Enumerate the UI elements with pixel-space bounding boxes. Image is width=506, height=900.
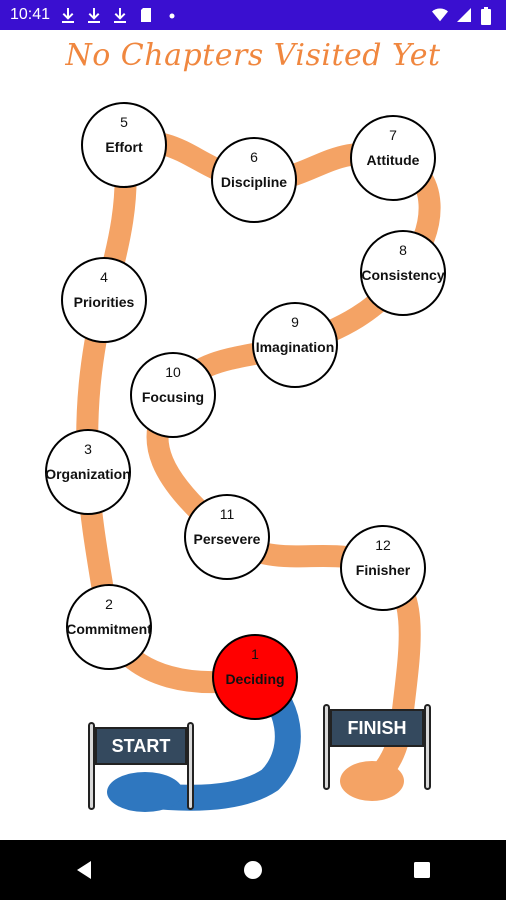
chapter-number: 3: [84, 441, 92, 457]
chapter-node-3[interactable]: 3 Organization: [45, 429, 131, 515]
chapter-number: 6: [250, 149, 258, 165]
status-bar: 10:41: [0, 0, 506, 30]
start-gate-post-left: [88, 722, 95, 810]
battery-icon: [480, 7, 496, 25]
finish-gate-post-right: [424, 704, 431, 790]
chapter-node-11[interactable]: 11 Persevere: [184, 494, 270, 580]
chapter-label: Discipline: [220, 174, 288, 190]
chapter-number: 11: [219, 506, 235, 522]
chapter-label: Imagination: [255, 339, 335, 355]
finish-blob: [340, 761, 404, 801]
download-icon: [60, 7, 76, 23]
chapter-label: Persevere: [193, 531, 261, 547]
chapter-node-8[interactable]: 8 Consistency: [360, 230, 446, 316]
chapter-node-9[interactable]: 9 Imagination: [252, 302, 338, 388]
chapter-number: 2: [105, 596, 113, 612]
chapter-node-5[interactable]: 5 Effort: [81, 102, 167, 188]
chapter-label: Commitment: [66, 621, 152, 637]
chapter-node-1[interactable]: 1 Deciding: [212, 634, 298, 720]
dot-icon: [164, 7, 180, 23]
chapter-label: Deciding: [225, 671, 285, 687]
chapter-node-2[interactable]: 2 Commitment: [66, 584, 152, 670]
chapter-number: 8: [399, 242, 407, 258]
recents-button[interactable]: [402, 850, 442, 890]
home-circle-icon: [243, 861, 262, 879]
start-gate-post-right: [187, 722, 194, 810]
recents-square-icon: [413, 862, 430, 878]
back-triangle-icon: [77, 861, 92, 879]
page-title: No Chapters Visited Yet: [65, 38, 441, 73]
chapter-number: 5: [120, 114, 128, 130]
chapter-node-4[interactable]: 4 Priorities: [61, 257, 147, 343]
back-button[interactable]: [64, 850, 104, 890]
start-sign: START: [95, 727, 187, 765]
status-time: 10:41: [10, 6, 51, 23]
chapter-label: Attitude: [366, 152, 420, 168]
sd-card-icon: [138, 7, 154, 23]
signal-icon: [456, 7, 472, 23]
finish-gate-post-left: [323, 704, 330, 790]
wifi-icon: [432, 7, 448, 23]
chapter-node-12[interactable]: 12 Finisher: [340, 525, 426, 611]
download-icon: [86, 7, 102, 23]
download-icon: [112, 7, 128, 23]
home-button[interactable]: [233, 850, 273, 890]
chapter-number: 7: [389, 127, 397, 143]
chapter-label: Effort: [105, 139, 143, 155]
chapter-node-7[interactable]: 7 Attitude: [350, 115, 436, 201]
chapter-label: Consistency: [361, 267, 445, 283]
chapter-number: 9: [291, 314, 299, 330]
chapter-number: 4: [100, 269, 108, 285]
chapter-label: Priorities: [73, 294, 135, 310]
chapter-node-6[interactable]: 6 Discipline: [211, 137, 297, 223]
chapter-number: 10: [165, 364, 181, 380]
chapter-label: Focusing: [141, 389, 205, 405]
chapter-label: Organization: [45, 466, 131, 482]
finish-sign: FINISH: [330, 709, 424, 747]
chapter-label: Finisher: [355, 562, 411, 578]
chapter-board: 1 Deciding 2 Commitment 3 Organization 4…: [45, 102, 446, 812]
system-nav-bar: [0, 840, 506, 900]
chapter-node-10[interactable]: 10 Focusing: [130, 352, 216, 438]
start-blob: [107, 772, 183, 812]
chapter-number: 12: [375, 537, 391, 553]
chapter-number: 1: [251, 646, 259, 662]
